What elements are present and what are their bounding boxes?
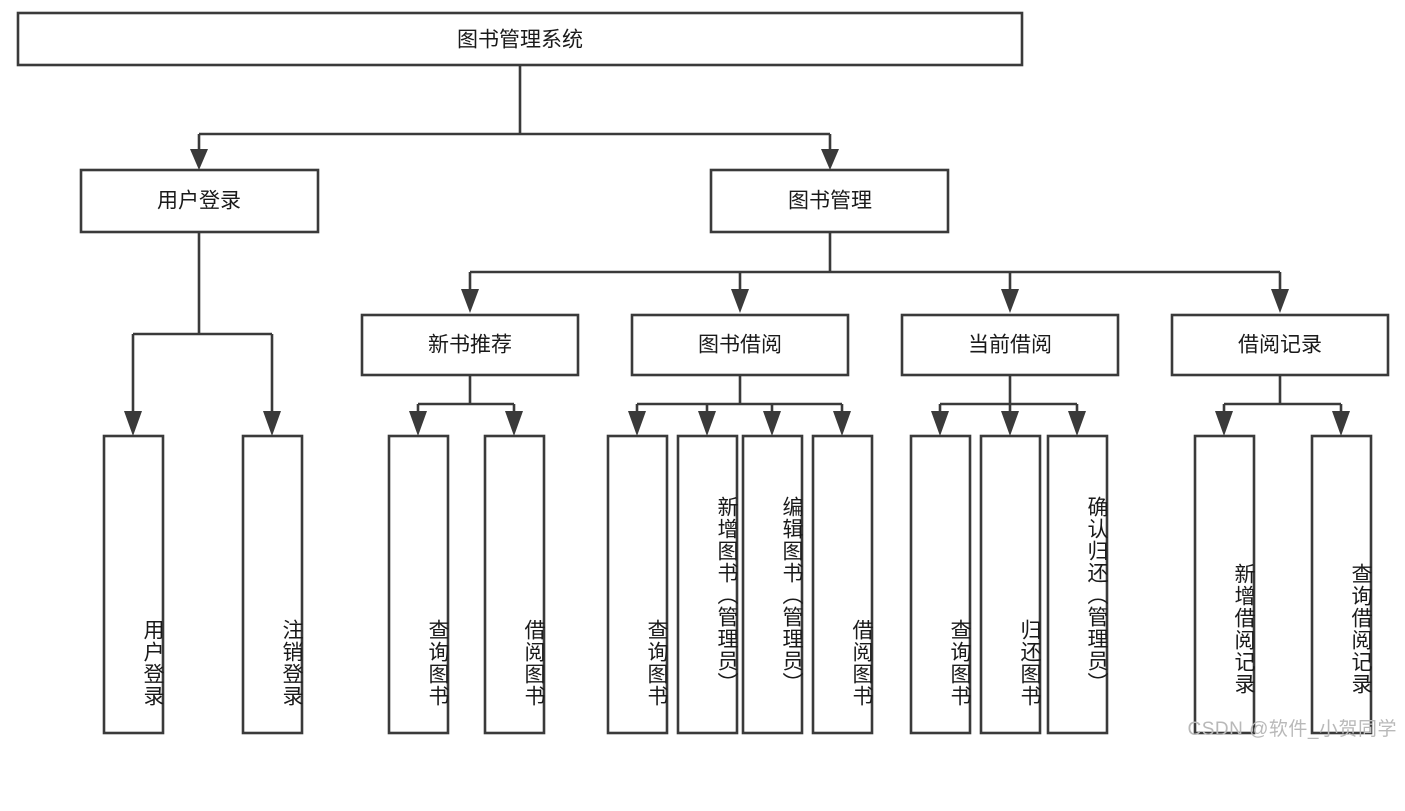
arrow-head-leaf-query-book-3 <box>931 411 949 436</box>
arrow-head-book-manage <box>821 149 839 170</box>
arrow-head-current-borrow <box>1001 289 1019 313</box>
tree-diagram-svg: 图书管理系统 用户登录 图书管理 新书推荐 图书借阅 当前借阅 借阅记录 <box>16 11 1390 735</box>
arrow-head-leaf-return-book <box>1001 411 1019 436</box>
arrow-head-leaf-query-book-2 <box>628 411 646 436</box>
node-leaf-query-book-3-box[interactable] <box>909 434 972 735</box>
node-leaf-user-logout-box[interactable] <box>241 434 304 735</box>
node-user-login-label: 用户登录 <box>157 190 241 213</box>
node-book-manage-label: 图书管理 <box>788 190 872 213</box>
node-current-borrow[interactable]: 当前借阅 <box>900 313 1120 377</box>
node-root[interactable]: 图书管理系统 <box>16 11 1024 67</box>
node-new-book-recommend-label: 新书推荐 <box>428 334 512 357</box>
connector-group-book-manage <box>461 232 1289 313</box>
node-current-borrow-label: 当前借阅 <box>968 334 1052 357</box>
node-book-manage-box[interactable] <box>709 168 950 234</box>
node-leaf-borrow-book-2-box[interactable] <box>811 434 874 735</box>
connector-group-new-book-recommend <box>409 375 523 436</box>
arrow-head-new-book-recommend <box>461 289 479 313</box>
node-leaf-borrow-book-1-box[interactable] <box>483 434 546 735</box>
connector-group-root <box>190 65 839 170</box>
node-leaf-confirm-return-box[interactable] <box>1046 434 1109 735</box>
arrow-head-leaf-add-book <box>698 411 716 436</box>
node-leaf-query-book-2-box[interactable] <box>606 434 669 735</box>
node-current-borrow-box[interactable] <box>900 313 1120 377</box>
node-leaf-query-record-box[interactable] <box>1310 434 1373 735</box>
arrow-head-leaf-user-logout <box>263 411 281 436</box>
node-book-borrow-box[interactable] <box>630 313 850 377</box>
node-book-manage[interactable]: 图书管理 <box>709 168 950 234</box>
arrow-head-leaf-user-login <box>124 411 142 436</box>
node-leaf-add-book-box[interactable] <box>676 434 739 735</box>
node-leaf-edit-book-box[interactable] <box>741 434 804 735</box>
node-user-login[interactable]: 用户登录 <box>79 168 320 234</box>
connector-group-book-borrow <box>628 375 851 436</box>
node-leaf-query-book-1-box[interactable] <box>387 434 450 735</box>
node-new-book-recommend[interactable]: 新书推荐 <box>360 313 580 377</box>
node-new-book-recommend-box[interactable] <box>360 313 580 377</box>
node-root-box[interactable] <box>16 11 1024 67</box>
node-book-borrow[interactable]: 图书借阅 <box>630 313 850 377</box>
arrow-head-book-borrow <box>731 289 749 313</box>
arrow-head-user-login <box>190 149 208 170</box>
node-borrow-record-box[interactable] <box>1170 313 1390 377</box>
node-borrow-record[interactable]: 借阅记录 <box>1170 313 1390 377</box>
diagram-canvas: 图书管理系统 用户登录 图书管理 新书推荐 图书借阅 当前借阅 借阅记录 <box>16 11 1397 740</box>
arrow-head-leaf-query-record <box>1332 411 1350 436</box>
arrow-head-leaf-confirm-return <box>1068 411 1086 436</box>
arrow-head-leaf-borrow-book-1 <box>505 411 523 436</box>
node-book-borrow-label: 图书借阅 <box>698 334 782 357</box>
arrow-head-leaf-borrow-book-2 <box>833 411 851 436</box>
node-borrow-record-label: 借阅记录 <box>1238 334 1322 357</box>
node-leaf-return-book-box[interactable] <box>979 434 1042 735</box>
node-leaf-add-record-box[interactable] <box>1193 434 1256 735</box>
node-user-login-box[interactable] <box>79 168 320 234</box>
connector-group-current-borrow <box>931 375 1086 436</box>
node-root-label: 图书管理系统 <box>457 29 583 52</box>
connector-group-borrow-record <box>1215 375 1350 436</box>
connector-group-user-login <box>124 232 281 436</box>
csdn-watermark: CSDN @软件_小贺同学 <box>1187 719 1397 740</box>
arrow-head-borrow-record <box>1271 289 1289 313</box>
arrow-head-leaf-edit-book <box>763 411 781 436</box>
arrow-head-leaf-add-record <box>1215 411 1233 436</box>
node-leaf-user-login-box[interactable] <box>102 434 165 735</box>
arrow-head-leaf-query-book-1 <box>409 411 427 436</box>
